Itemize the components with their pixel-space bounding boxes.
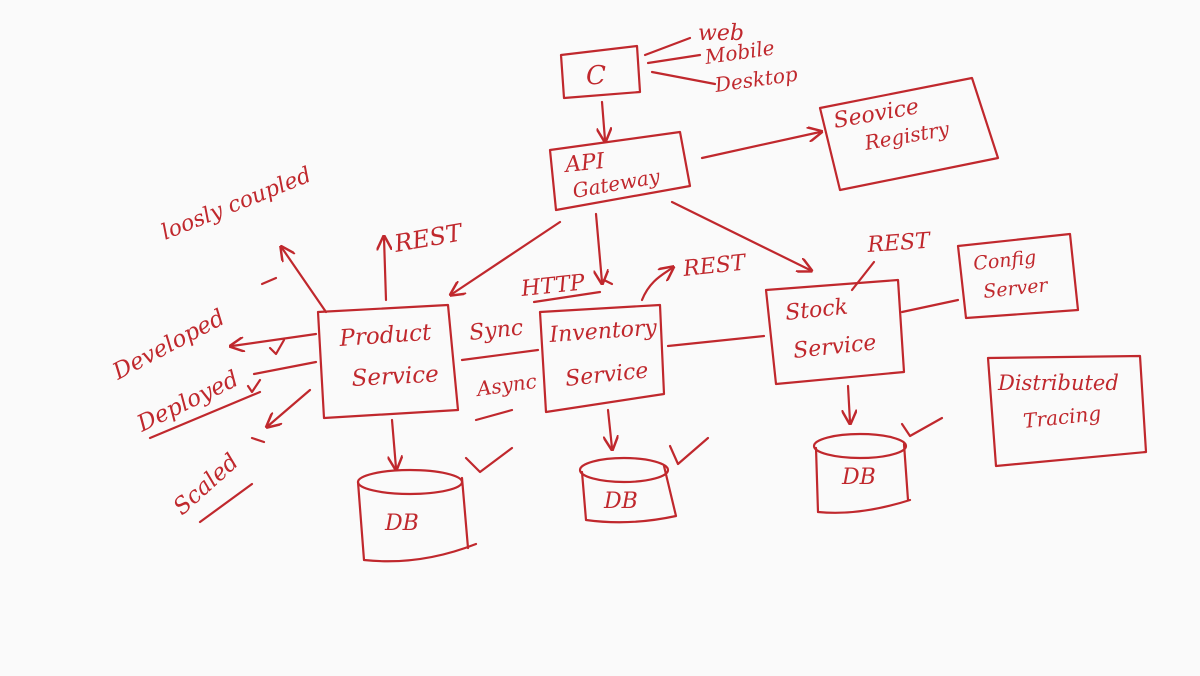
- label-sync: Sync: [468, 315, 524, 346]
- notes-arrows: [148, 248, 328, 524]
- stock-service-line1: Stock: [784, 295, 849, 326]
- db-label-inventory: DB: [603, 489, 638, 514]
- db-label-stock: DB: [841, 465, 876, 490]
- db-label-product: DB: [384, 511, 419, 536]
- service-registry-node: Seovice Registry: [818, 76, 1000, 192]
- link-product-inventory: [460, 348, 540, 362]
- database-inventory: DB: [578, 408, 710, 524]
- inventory-service-line2: Service: [564, 358, 650, 392]
- arrow-tick-inventory: [602, 278, 614, 286]
- underline-http: [532, 290, 602, 304]
- arrow-gateway-to-inventory: [596, 212, 602, 282]
- arrow-inventory-rest-up: [640, 268, 672, 302]
- label-async: Async: [473, 369, 538, 401]
- label-rest-stock: REST: [866, 229, 933, 259]
- client-types: web Mobile Desktop: [643, 21, 799, 98]
- distributed-tracing-line1: Distributed: [997, 371, 1119, 395]
- distributed-tracing-line2: Tracing: [1022, 401, 1102, 433]
- underline-async: [474, 408, 514, 422]
- inventory-service-node: Inventory Service: [538, 303, 666, 414]
- product-service-node: Product Service: [316, 303, 460, 420]
- api-gateway-node: API Gateway: [548, 130, 692, 212]
- arrow-gateway-to-product: [452, 220, 562, 294]
- database-product: DB: [356, 418, 514, 563]
- note-loosely-coupled: loosly coupled: [158, 163, 315, 246]
- distributed-tracing-node: Distributed Tracing: [986, 354, 1148, 468]
- client-node: C: [559, 44, 642, 100]
- note-deployed: Deployed: [132, 366, 243, 438]
- note-scaled: Scaled: [169, 449, 244, 521]
- client-label: C: [586, 61, 606, 91]
- client-type-web: web: [698, 21, 744, 46]
- config-server-line1: Config: [972, 247, 1037, 275]
- product-service-line1: Product: [338, 320, 433, 352]
- arrow-gateway-to-registry: [700, 132, 820, 160]
- arrow-product-rest-up: [384, 238, 386, 302]
- inventory-service-line1: Inventory: [548, 316, 659, 349]
- stock-service-node: Stock Service: [764, 278, 906, 386]
- arrow-client-to-gateway: [602, 100, 605, 140]
- config-server-node: Config Server: [956, 232, 1080, 320]
- api-gateway-line1: API: [562, 149, 607, 178]
- link-inventory-stock: [666, 334, 766, 348]
- product-service-line2: Service: [351, 361, 439, 392]
- arrow-gateway-to-stock: [670, 200, 810, 270]
- label-rest-product: REST: [391, 218, 466, 258]
- label-http: HTTP: [519, 270, 587, 302]
- note-developed: Developed: [108, 305, 230, 386]
- stock-service-line2: Service: [792, 330, 878, 364]
- config-server-line2: Server: [982, 274, 1050, 303]
- database-stock: DB: [812, 384, 944, 514]
- client-type-desktop: Desktop: [712, 62, 799, 98]
- link-stock-config: [900, 298, 960, 314]
- label-rest-inventory: REST: [681, 250, 749, 282]
- arrow-stock-rest-up: [850, 260, 876, 292]
